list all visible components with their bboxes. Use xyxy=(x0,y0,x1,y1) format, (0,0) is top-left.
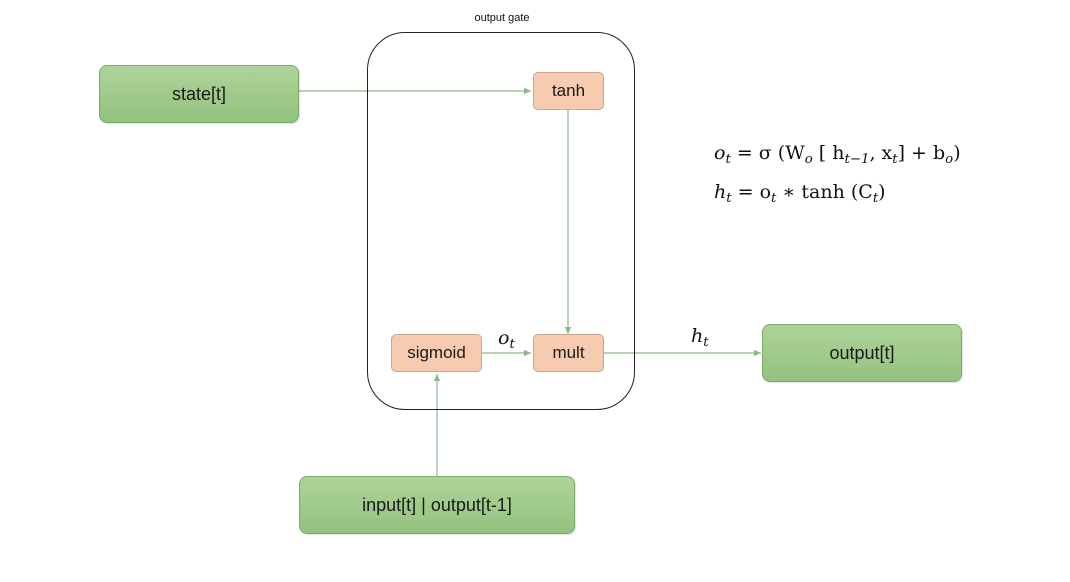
state-node: state[t] xyxy=(99,65,299,123)
eq2-c-sub: t xyxy=(872,190,879,206)
eq1-rhs-d: ] + b xyxy=(897,142,946,164)
eq2-lhs: h xyxy=(714,181,727,203)
gate-title: output gate xyxy=(474,12,530,24)
eq2-lhs-sub: t xyxy=(726,190,732,206)
eq1-rhs-a: = σ (W xyxy=(730,142,805,164)
eq1-lhs: o xyxy=(714,142,726,164)
eq1-h-sub: t−1 xyxy=(844,151,870,167)
equation-hidden-state: ht = ot ∗ tanh (Ct) xyxy=(714,181,886,206)
eq1-w-sub: o xyxy=(804,151,813,167)
eq2-rhs-b: ∗ tanh (C xyxy=(776,181,873,203)
label-h-t-sub: t xyxy=(703,334,709,350)
eq1-rhs-e: ) xyxy=(953,142,961,164)
eq2-rhs-c: ) xyxy=(878,181,886,203)
tanh-node: tanh xyxy=(533,72,604,110)
output-gate-container xyxy=(367,32,635,410)
eq1-x-sub: t xyxy=(892,151,898,167)
eq2-o-sub: t xyxy=(771,190,777,206)
eq1-rhs-b: [ h xyxy=(812,142,845,164)
sigmoid-node: sigmoid xyxy=(391,334,482,372)
label-h-t-base: h xyxy=(691,325,704,347)
eq1-rhs-c: , x xyxy=(869,142,893,164)
eq1-b-sub: o xyxy=(945,151,954,167)
input-node: input[t] | output[t-1] xyxy=(299,476,575,534)
label-o-t-base: o xyxy=(498,327,510,349)
mult-node: mult xyxy=(533,334,604,372)
label-h-t: ht xyxy=(691,325,709,350)
equation-output-gate: ot = σ (Wo [ ht−1, xt] + bo) xyxy=(714,142,961,167)
label-o-t-sub: t xyxy=(509,336,515,352)
label-o-t: ot xyxy=(498,327,515,352)
eq2-rhs-a: = o xyxy=(731,181,772,203)
eq1-lhs-sub: t xyxy=(725,151,731,167)
output-node: output[t] xyxy=(762,324,962,382)
